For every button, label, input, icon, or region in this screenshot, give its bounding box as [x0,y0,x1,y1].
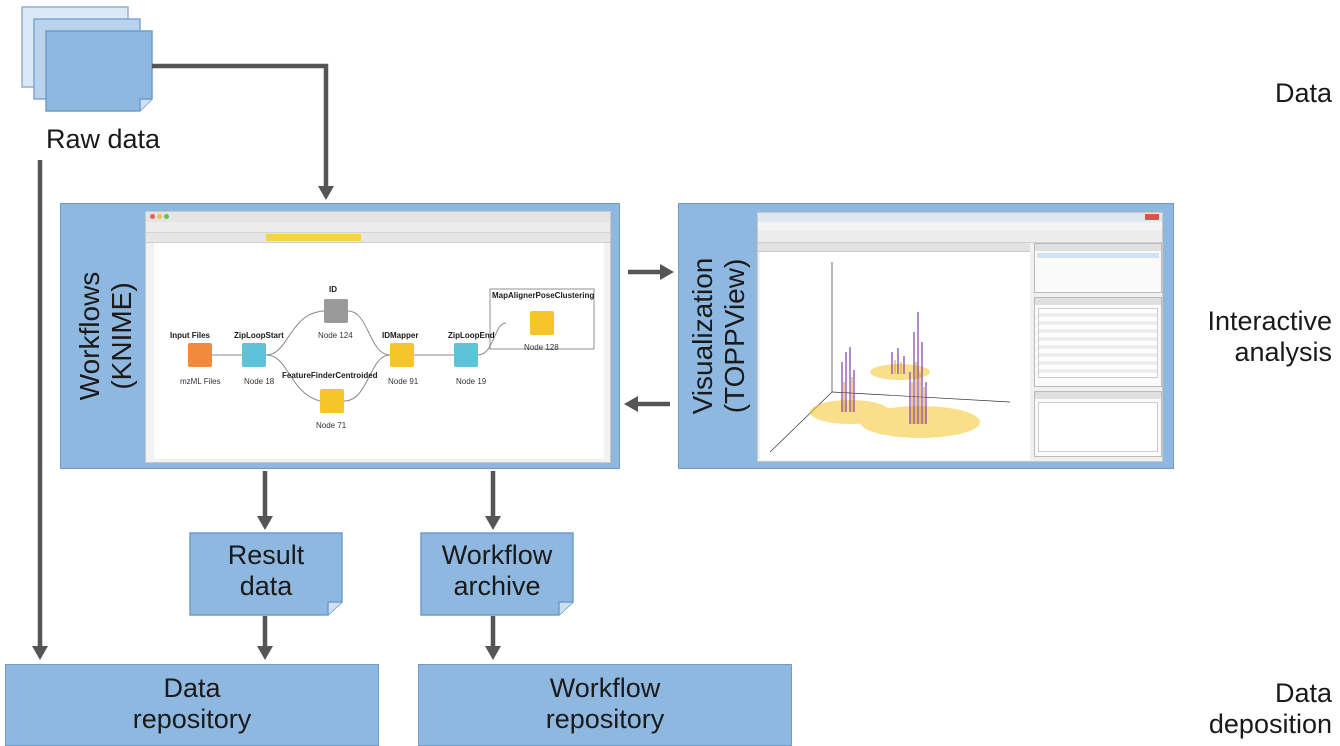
node-input-files-sub: mzML Files [180,377,221,386]
knime-connections [212,288,595,402]
node-id[interactable] [324,299,348,323]
node-id-sub: Node 124 [318,331,353,340]
knime-toolbar [146,222,610,233]
node-input-files-label: Input Files [170,331,210,340]
toppview-filters-panel [1034,391,1162,457]
toppview-layers-panel [1034,243,1162,293]
side-label-interactive-line2: analysis [1234,337,1332,367]
node-featurefinder[interactable] [320,389,344,413]
knime-screenshot: Input Files mzML Files ZipLoopStart Node… [145,211,611,463]
workflow-archive-line1: Workflow [441,540,553,570]
side-label-deposition-line1: Data [1274,678,1332,708]
node-featurefinder-label: FeatureFinderCentroided [282,371,378,380]
side-label-interactive-analysis: Interactive analysis [1207,306,1332,368]
visualization-panel: Visualization (TOPPView) [678,203,1174,469]
toppview-menubar [758,222,1162,230]
raw-data-stack [20,5,155,115]
side-label-deposition-line2: deposition [1208,709,1332,739]
node-mapaligner-label: MapAlignerPoseClustering [492,291,595,300]
workflow-repository-line2: repository [545,704,665,734]
workflow-archive-box: Workflow archive [420,532,574,616]
result-data-line1: Result [227,540,305,570]
node-ziploopend-label: ZipLoopEnd [448,331,495,340]
node-featurefinder-sub: Node 71 [316,421,347,430]
document-stack-icon [21,6,153,112]
side-label-data: Data [1274,78,1332,108]
workflow-repository-box: Workflow repository [418,664,792,746]
raw-data-label: Raw data [46,124,161,154]
node-ziploopend-sub: Node 19 [456,377,487,386]
toppview-spectra-panel [1034,297,1162,387]
node-id-label: ID [329,285,337,294]
node-mapaligner[interactable] [530,311,554,335]
node-idmapper-label: IDMapper [382,331,419,340]
node-idmapper[interactable] [390,343,414,367]
data-repository-line1: Data [163,673,221,703]
result-data-doc-shape [189,532,343,616]
spectrum-3d-view [760,252,1030,460]
spectrum-3d-plot [769,262,1011,453]
node-mapaligner-sub: Node 128 [524,343,559,352]
side-label-data-deposition: Data deposition [1209,678,1332,740]
toppview-tabs [758,243,1030,252]
toppview-toolbar [758,230,1162,243]
node-ziploopstart-sub: Node 18 [244,377,275,386]
knime-canvas: Input Files mzML Files ZipLoopStart Node… [154,243,604,459]
node-ziploopstart-label: ZipLoopStart [234,331,284,340]
data-repository-line2: repository [132,704,252,734]
workflow-archive-label: Workflow archive [420,540,574,602]
workflow-repository-line1: Workflow [549,673,661,703]
node-ziploopstart[interactable] [242,343,266,367]
data-repository-box: Data repository [5,664,379,746]
workflow-archive-line2: archive [453,571,541,601]
side-label-interactive-line1: Interactive [1207,306,1332,336]
node-ziploopend[interactable] [454,343,478,367]
toppview-screenshot [757,212,1163,462]
result-data-box: Result data [189,532,343,616]
knime-tabbar [146,233,610,243]
arrow-raw-to-workflows [152,63,329,188]
result-data-label: Result data [189,540,343,602]
node-idmapper-sub: Node 91 [388,377,419,386]
workflow-archive-doc-shape [420,532,574,616]
node-input-files[interactable] [188,343,212,367]
workflows-panel: Workflows (KNIME) [60,203,620,469]
result-data-line2: data [239,571,293,601]
